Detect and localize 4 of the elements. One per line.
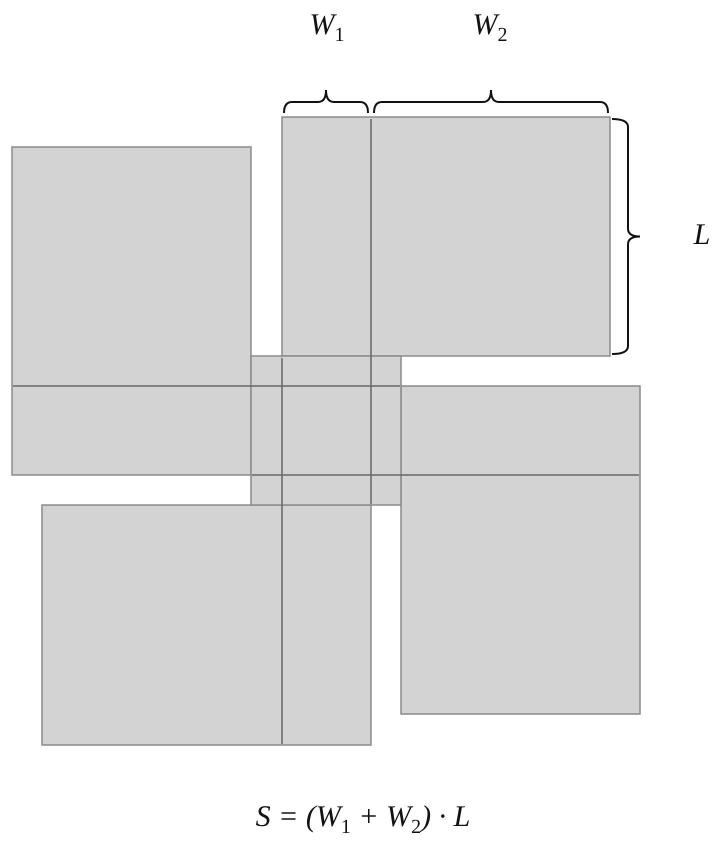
length-label: L bbox=[694, 218, 710, 252]
width-label: W$_{2}$ bbox=[472, 8, 508, 47]
width-label: W$_{1}$ bbox=[310, 8, 344, 47]
area-formula: S = (W$_{1}$ + W$_{2}$) · L bbox=[256, 800, 470, 839]
